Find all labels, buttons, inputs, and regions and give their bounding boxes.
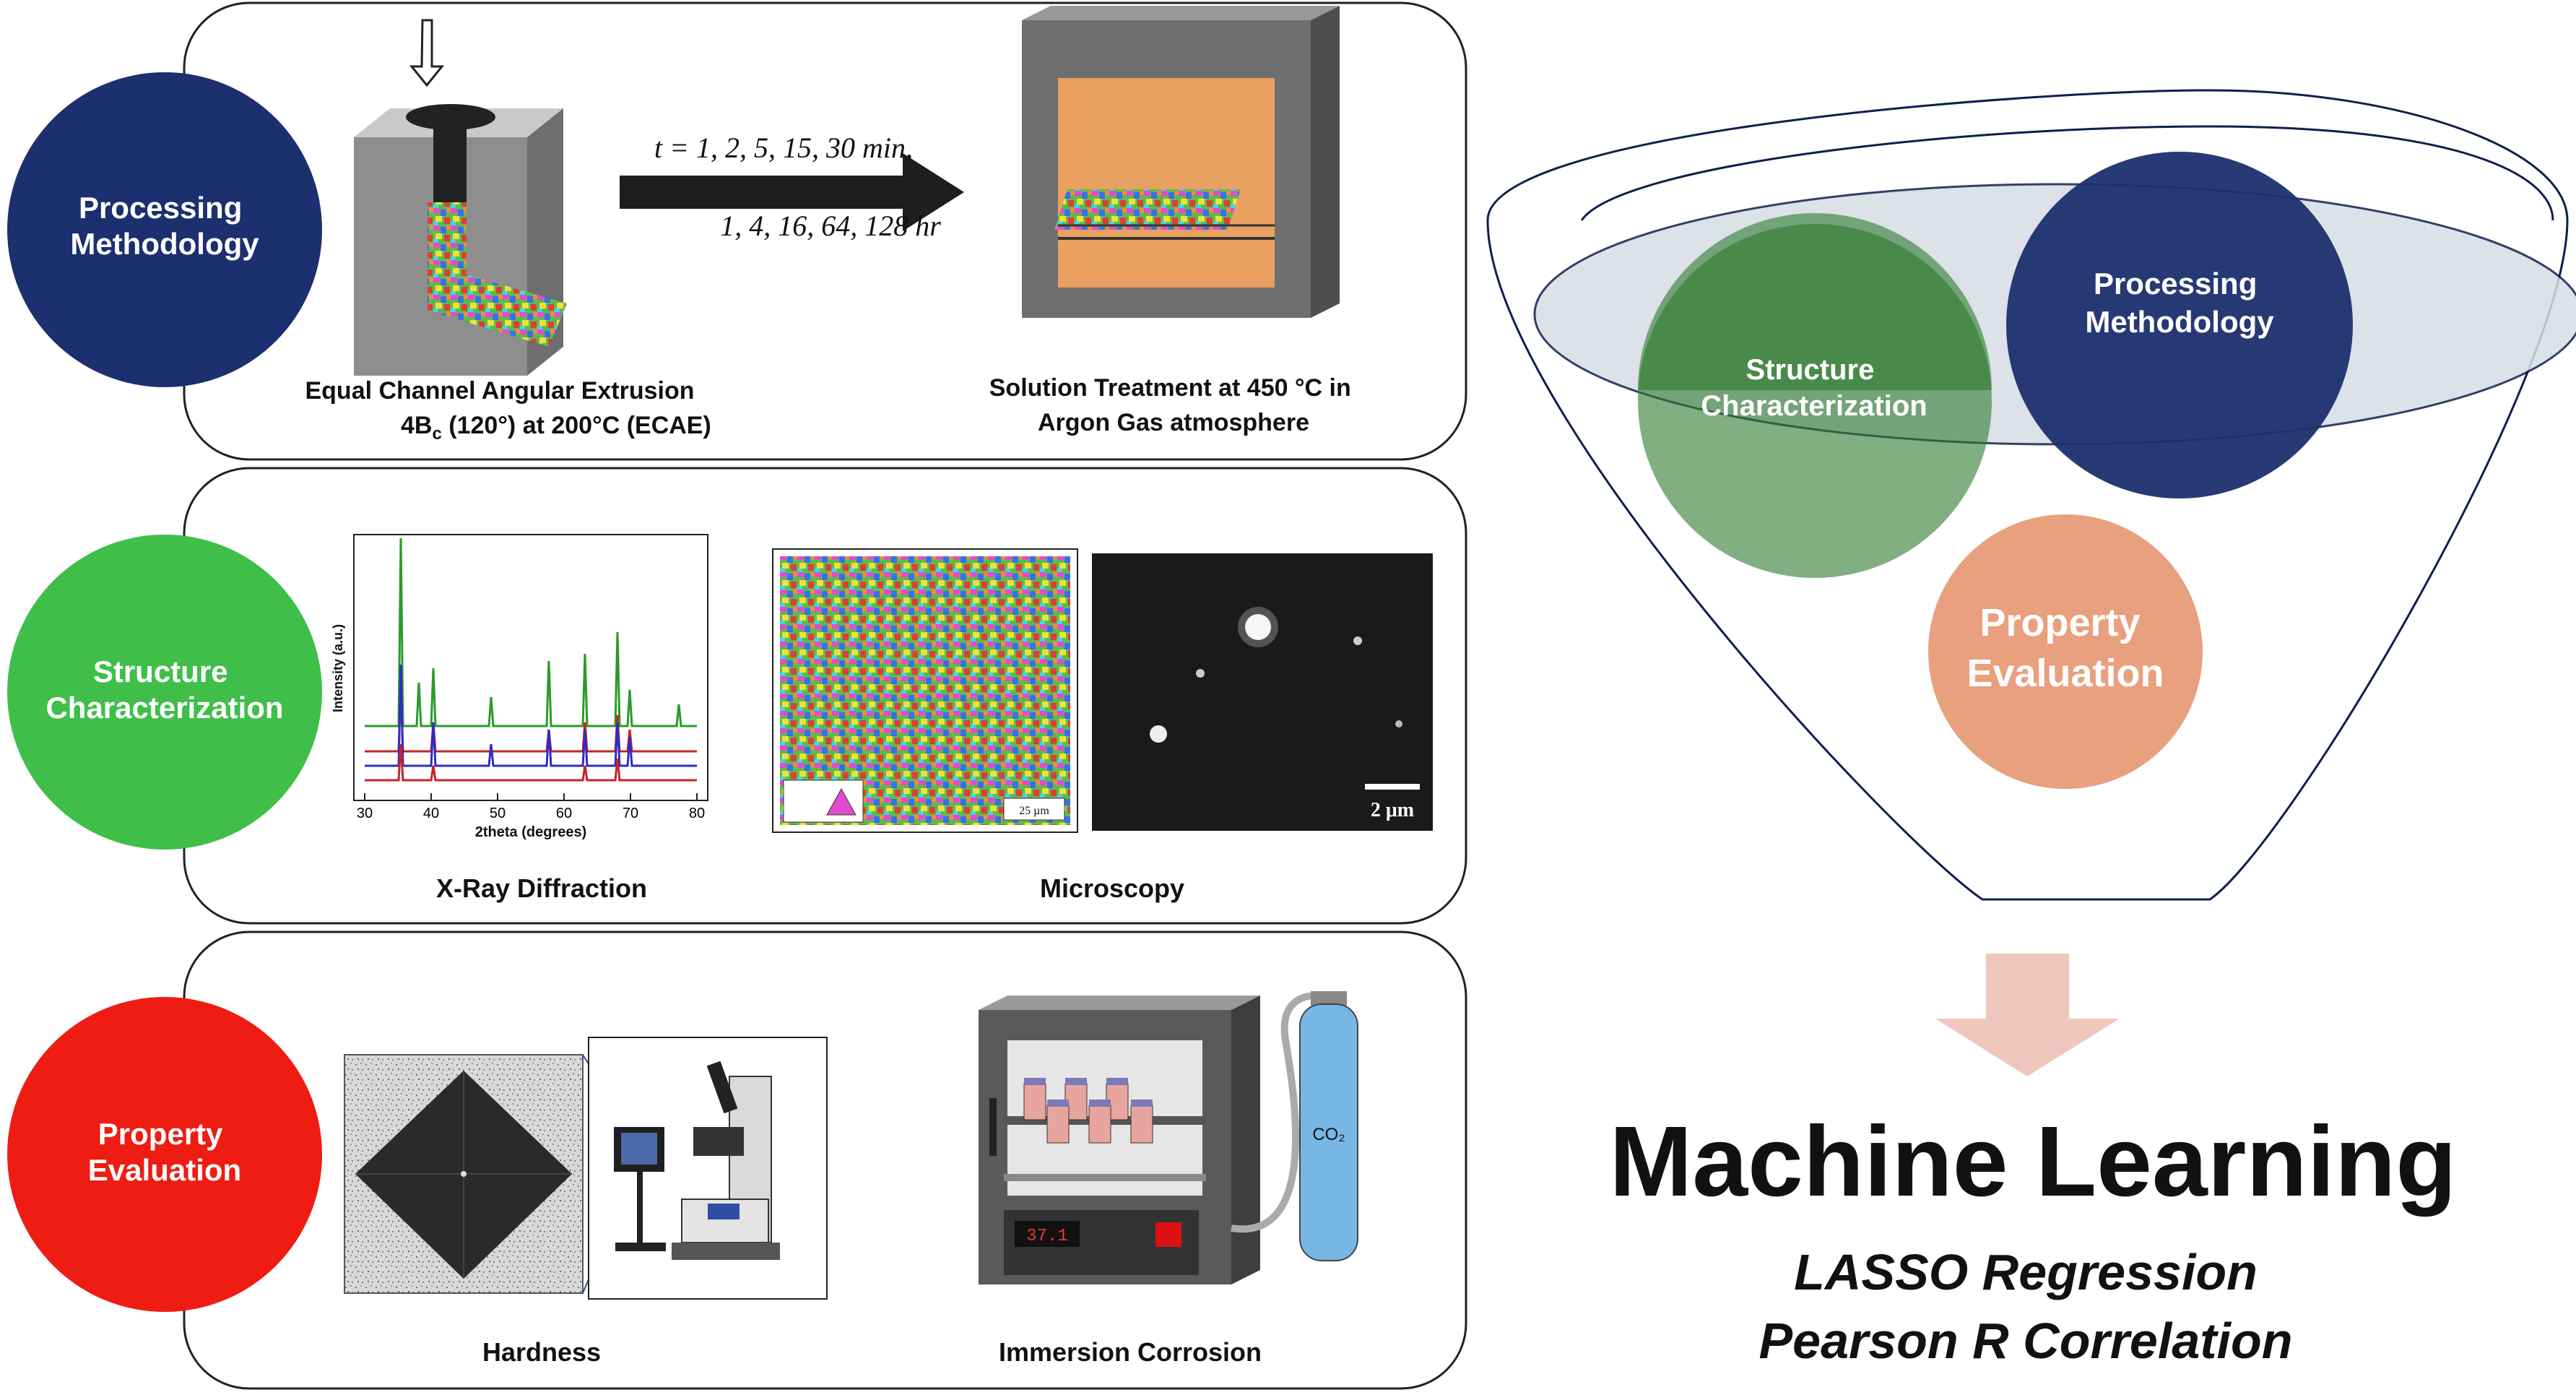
ml-method-lasso: LASSO Regression [1794, 1244, 2258, 1300]
funnel-property-label-2: Evaluation [1966, 652, 2164, 695]
hardness-indent-image [344, 1054, 584, 1294]
svg-text:4Bc (120°) at 200°C (ECAE): 4Bc (120°) at 200°C (ECAE) [401, 412, 711, 444]
ml-funnel: Structure Characterization Processing Me… [1486, 89, 2576, 901]
xrd-xlabel: 2theta (degrees) [475, 824, 587, 840]
processing-row: Processing Methodology Equal Channel Ang… [7, 1, 1467, 461]
svg-text:Solution Treatment at 450 °C i: Solution Treatment at 450 °C in Argon Ga… [989, 374, 1358, 436]
svg-text:Structure Characterizati: Structure Characterization [1701, 354, 1927, 422]
svg-text:Equal Channel Angular Extrusio: Equal Channel Angular Extrusion [305, 377, 694, 405]
xrd-ylabel: Intensity (a.u.) [331, 624, 345, 712]
co2-label: CO₂ [1312, 1125, 1345, 1144]
hardness-caption: Hardness [482, 1337, 601, 1367]
svg-text:Processing Methodology: Processing Methodology [2085, 267, 2274, 339]
output-arrow [1935, 954, 2120, 1076]
ecae-caption-sub: c [432, 424, 441, 444]
incubator-illustration: 37.1 [979, 995, 1260, 1284]
xrd-traces [365, 537, 697, 782]
ecae-die-illustration [354, 19, 567, 376]
ebsd-scalebar: 25 µm [1019, 805, 1049, 817]
funnel-structure-label-2: Characterization [1701, 390, 1927, 422]
time-min-label: t = 1, 2, 5, 15, 30 min, [654, 131, 913, 164]
incubator-display: 37.1 [1026, 1227, 1068, 1246]
time-hr-label: 1, 4, 16, 64, 128 hr [720, 210, 941, 242]
xrd-axes-frame [353, 534, 708, 801]
co2-hose [1231, 992, 1330, 1233]
structure-circle [7, 535, 322, 850]
process-arrow [620, 153, 964, 231]
structure-circle-label-2: Characterization [45, 691, 283, 725]
svg-text:Structure Characterizati: Structure Characterization [45, 655, 283, 725]
ecae-caption-line1: Equal Channel Angular Extrusion [305, 377, 694, 405]
xrd-trace [365, 537, 697, 727]
funnel-processing-circle [2006, 152, 2353, 498]
svg-text:t = 1, 2, 5, 15, 30 min,: t = 1, 2, 5, 15, 30 min, [654, 131, 913, 164]
funnel-processing-label-1: Processing [2094, 267, 2257, 301]
xrd-trace [365, 664, 697, 767]
xrd-tick-label: 80 [689, 806, 705, 821]
property-circle [7, 997, 322, 1312]
processing-circle-label-1: Processing [79, 191, 242, 225]
tem-micrograph: 2 μm [1092, 553, 1433, 831]
xrd-tick-label: 70 [623, 806, 638, 821]
svg-text:Property Evaluation: Property Evaluation [1966, 601, 2164, 695]
xrd-trace [365, 686, 697, 753]
ecae-caption-rest: (120°) at 200°C (ECAE) [442, 412, 711, 439]
funnel-processing-label-2: Methodology [2085, 305, 2274, 339]
xrd-tick-label: 40 [423, 806, 439, 821]
co2-cylinder: CO₂ [1299, 991, 1358, 1261]
svg-text:Microscopy: Microscopy [1040, 873, 1184, 903]
corrosion-caption: Immersion Corrosion [999, 1337, 1262, 1367]
structure-circle-label-1: Structure [93, 655, 228, 688]
solution-caption-line1: Solution Treatment at 450 °C in [989, 374, 1351, 402]
svg-text:X-Ray Diffraction: X-Ray Diffraction [436, 873, 647, 903]
solution-caption-line2: Argon Gas atmosphere [1038, 409, 1309, 436]
funnel-property-circle [1928, 514, 2203, 789]
ebsd-map: 25 µm [772, 548, 1078, 833]
funnel-structure-label-1: Structure [1746, 354, 1875, 386]
processing-circle [7, 72, 322, 387]
xrd-plot: Intensity (a.u.) 2theta (degrees) 30 40 50… [331, 534, 708, 840]
furnace-illustration [1022, 6, 1340, 318]
processing-circle-label-2: Methodology [70, 227, 259, 261]
xrd-ticks: 30 40 50 60 70 80 [357, 793, 705, 821]
ml-method-pearson: Pearson R Correlation [1758, 1313, 2292, 1369]
xrd-trace [365, 743, 697, 782]
svg-text:Processing Methodology: Processing Methodology [70, 191, 259, 261]
xrd-tick-label: 60 [556, 806, 572, 821]
property-circle-label-1: Property [98, 1117, 223, 1151]
property-circle-label-2: Evaluation [88, 1153, 241, 1187]
svg-text:1, 4, 16, 64, 128 hr: 1, 4, 16, 64, 128 hr [720, 210, 941, 242]
ml-title: Machine Learning [1609, 1106, 2456, 1217]
ecae-caption-4b: 4B [401, 412, 432, 439]
hardness-tester-image [588, 1037, 828, 1300]
xrd-tick-label: 30 [357, 806, 373, 821]
tem-scalebar: 2 μm [1371, 799, 1414, 821]
microscopy-caption: Microscopy [1040, 873, 1184, 903]
svg-text:Property Evaluation: Property Evaluation [88, 1117, 241, 1187]
svg-text:Hardness: Hardness [482, 1337, 601, 1367]
xrd-tick-label: 50 [490, 806, 506, 821]
xrd-caption: X-Ray Diffraction [436, 873, 647, 903]
funnel-property-label-1: Property [1979, 601, 2140, 644]
property-row: Property Evaluation Hardn [7, 930, 1467, 1390]
structure-row: Structure Characterization Intensity (a.… [7, 467, 1467, 925]
svg-text:Immersion Corrosion: Immersion Corrosion [999, 1337, 1262, 1367]
